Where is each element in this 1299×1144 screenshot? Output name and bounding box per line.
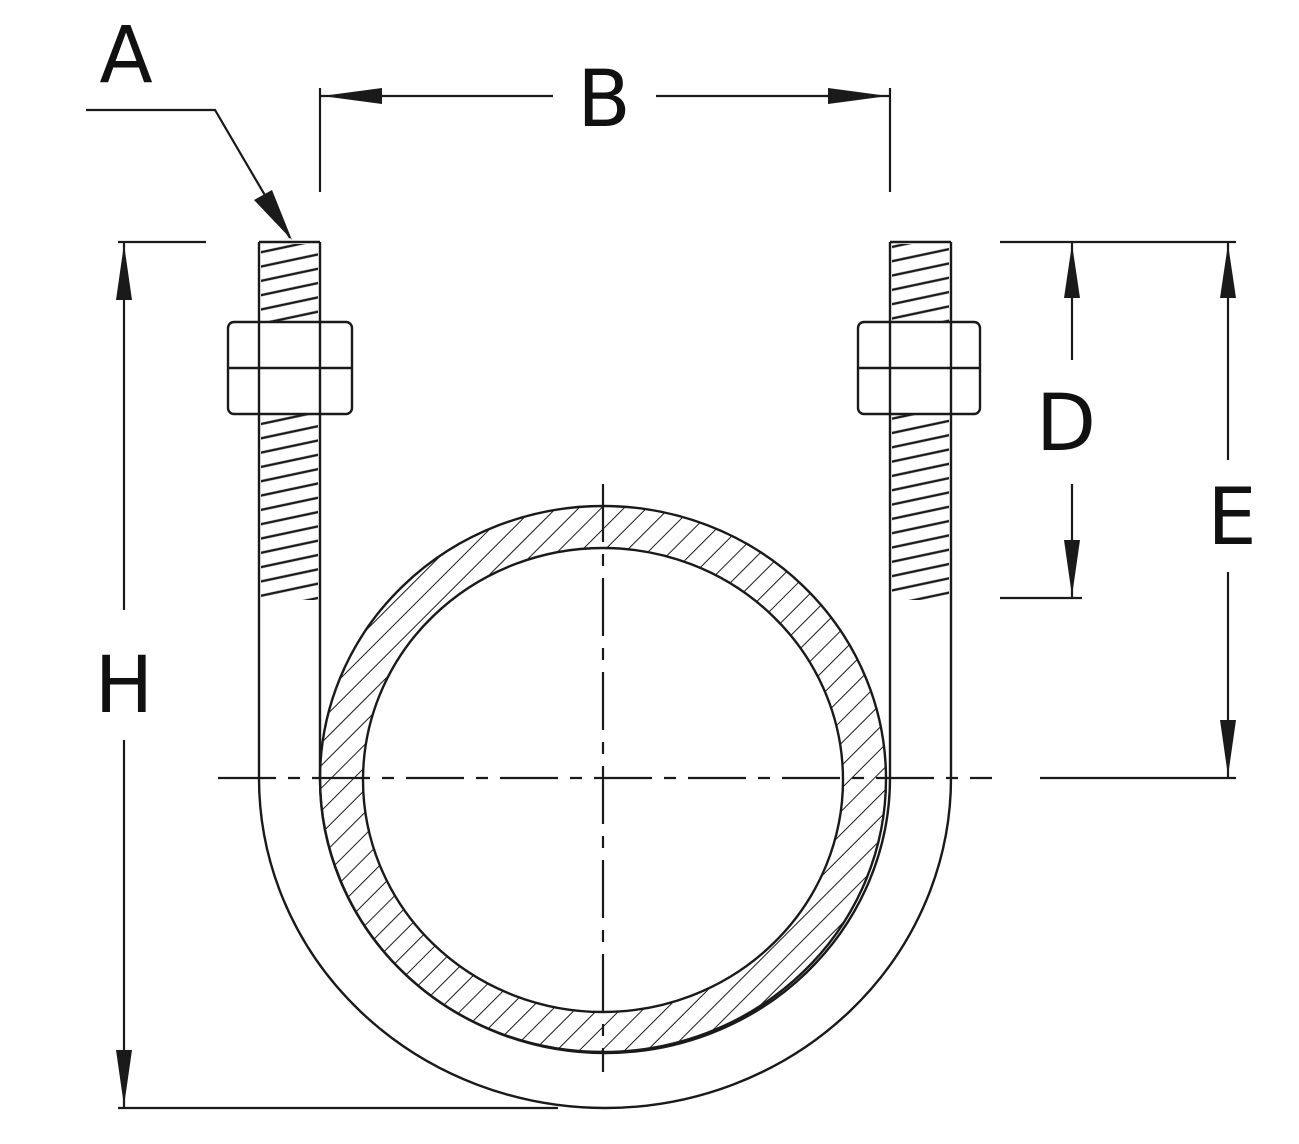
left-nut: [226, 320, 354, 416]
right-nut: [856, 320, 982, 416]
label-b: B: [577, 55, 631, 145]
right-thread: [892, 244, 949, 600]
dimension-e: [1220, 242, 1236, 778]
dimension-h: [116, 240, 558, 1110]
leader-a: [86, 108, 292, 240]
label-e: E: [1207, 473, 1256, 563]
label-h: H: [95, 641, 154, 731]
dimension-b: [318, 88, 892, 192]
dimension-d: [1000, 240, 1236, 600]
u-bolt-body: [257, 240, 953, 1110]
label-d: D: [1036, 379, 1096, 469]
left-thread: [261, 244, 318, 600]
label-a: A: [99, 11, 152, 101]
center-lines: [218, 484, 1236, 1072]
